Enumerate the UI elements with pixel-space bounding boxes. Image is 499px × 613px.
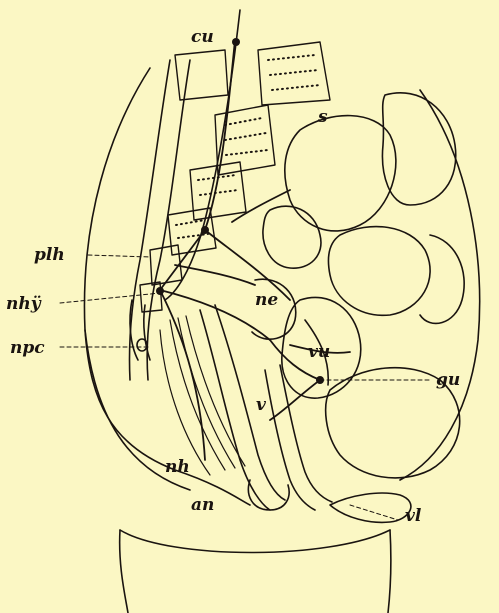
label-plh: plh: [34, 245, 65, 265]
rectum-wall-2: [215, 305, 285, 500]
vagina-wall-2: [280, 365, 332, 502]
sacral-vertebrae: [140, 42, 330, 312]
label-nhy: nhÿ: [6, 294, 42, 314]
ganglion-gu: [316, 376, 324, 384]
label-npc: npc: [10, 338, 45, 358]
ganglion-nhy: [156, 287, 164, 295]
label-nh: nh: [165, 457, 190, 477]
thigh-left: [120, 530, 128, 613]
perineum-curve: [120, 530, 390, 553]
label-vu: vu: [308, 342, 330, 362]
pelvic-floor-muscles: [160, 316, 245, 475]
intestinal-loops: [252, 93, 464, 339]
label-an: an: [191, 495, 214, 515]
ganglion-cu: [232, 38, 240, 46]
vulva: [330, 493, 411, 522]
label-s: s: [317, 107, 328, 127]
label-cu: cu: [191, 27, 214, 47]
label-vl: vl: [405, 506, 422, 526]
sacral-canal-back: [129, 60, 170, 380]
anal-canal: [248, 480, 289, 510]
label-ne: ne: [255, 290, 278, 310]
ganglion-sacral: [201, 226, 209, 234]
label-gu: gu: [436, 370, 460, 390]
leader-lines: [60, 255, 432, 520]
front-abdomen-outline: [400, 90, 480, 480]
label-v: v: [256, 395, 267, 415]
thigh-right: [388, 530, 391, 613]
